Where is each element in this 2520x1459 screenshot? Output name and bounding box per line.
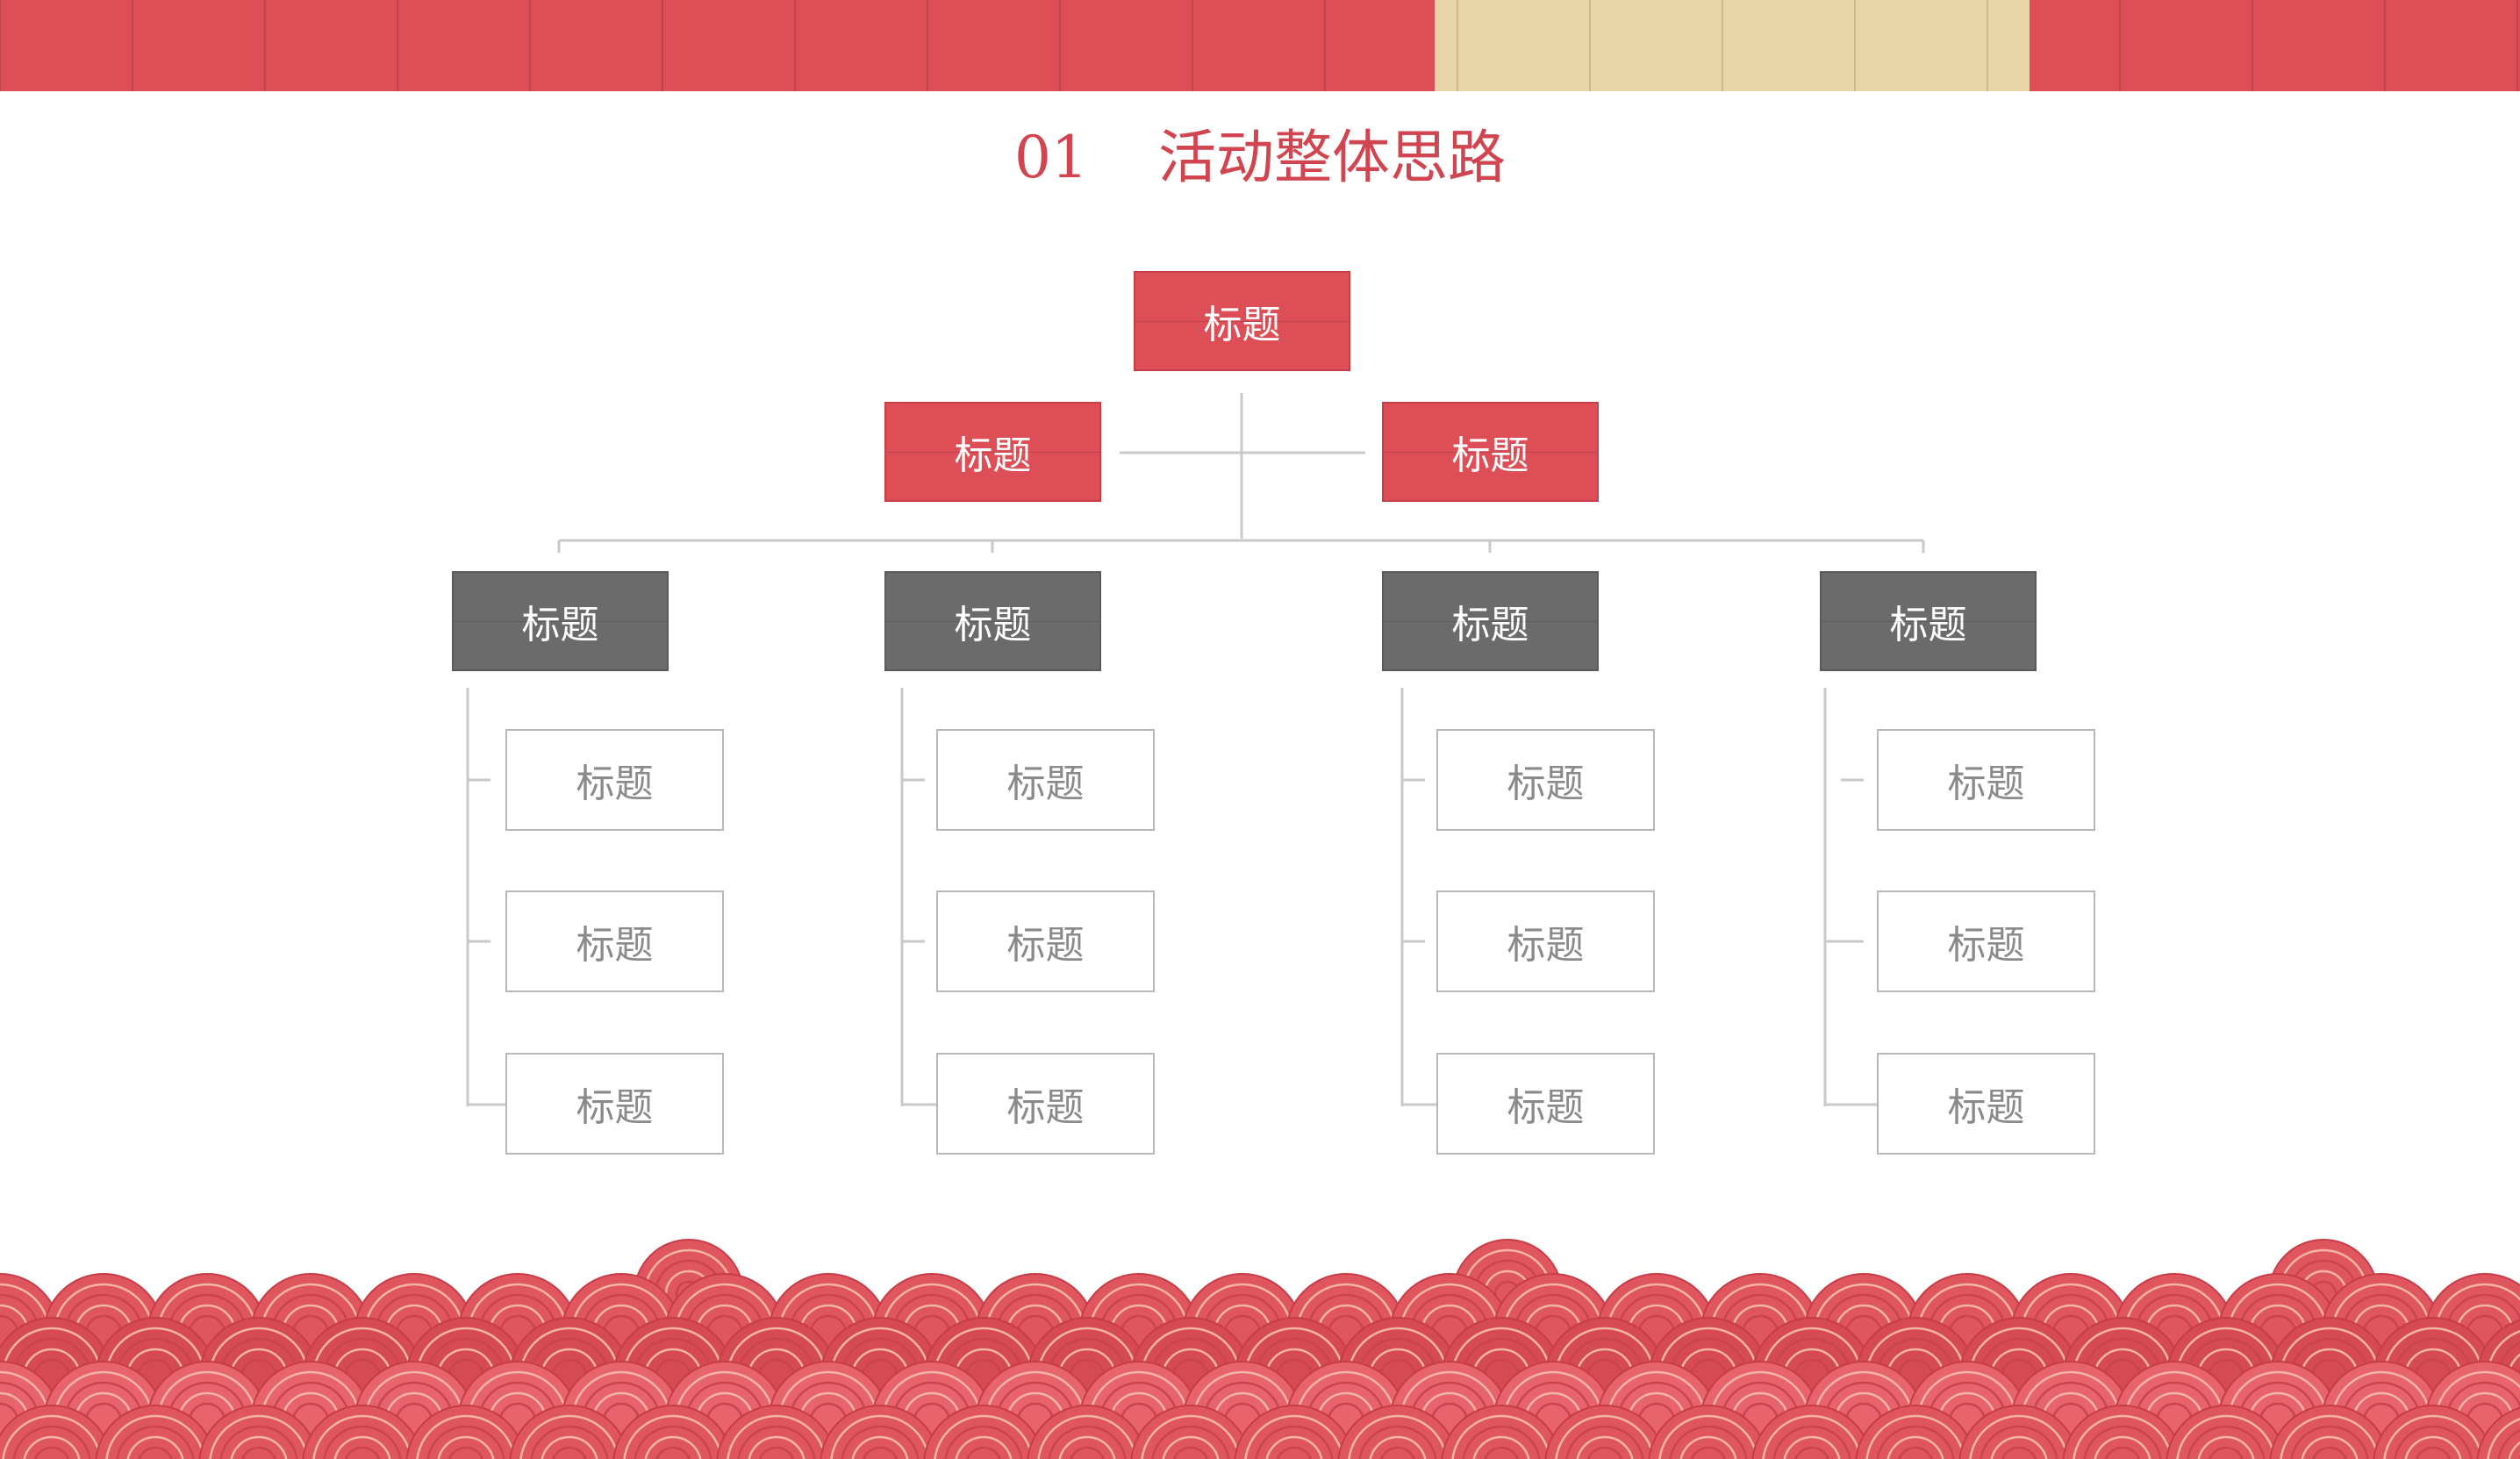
org-leaf-3-3: 标题 <box>1436 1053 1655 1155</box>
org-leaf-1-3: 标题 <box>505 1053 724 1155</box>
org-node-root: 标题 <box>1134 271 1350 371</box>
org-leaf-3-2: 标题 <box>1436 890 1655 992</box>
org-leaf-1-1: 标题 <box>505 729 724 831</box>
org-leaf-2-1: 标题 <box>936 729 1155 831</box>
top-banner <box>0 0 2520 91</box>
org-node-level3-3: 标题 <box>1382 571 1599 671</box>
org-node-level3-2: 标题 <box>884 571 1101 671</box>
org-leaf-4-2: 标题 <box>1877 890 2095 992</box>
org-leaf-1-2: 标题 <box>505 890 724 992</box>
org-leaf-2-2: 标题 <box>936 890 1155 992</box>
section-title: 活动整体思路 <box>1157 124 1506 191</box>
slide-title: 01 活动整体思路 <box>0 114 2520 197</box>
org-leaf-4-3: 标题 <box>1877 1053 2095 1155</box>
org-node-level3-1: 标题 <box>452 571 669 671</box>
org-leaf-4-1: 标题 <box>1877 729 2095 831</box>
section-number: 01 <box>1014 124 1088 191</box>
banner-gold-panel <box>1435 0 2030 91</box>
org-leaf-3-1: 标题 <box>1436 729 1655 831</box>
org-node-level2-2: 标题 <box>1382 402 1599 502</box>
org-leaf-2-3: 标题 <box>936 1053 1155 1155</box>
org-node-level2-1: 标题 <box>884 402 1101 502</box>
org-node-level3-4: 标题 <box>1820 571 2037 671</box>
